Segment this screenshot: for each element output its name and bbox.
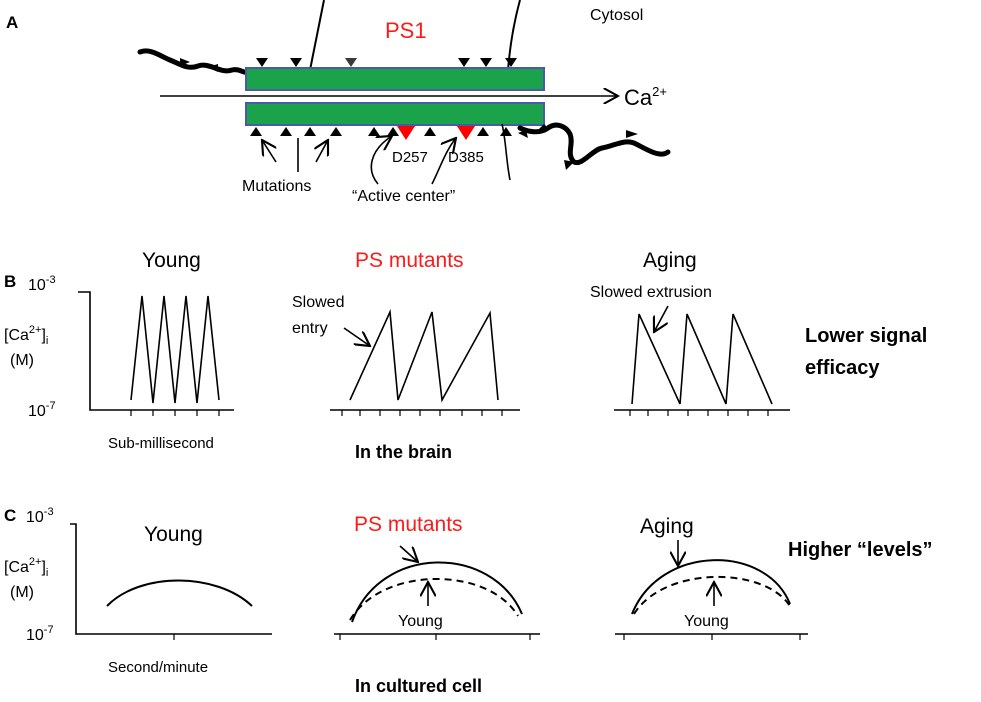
aging-x-ticks: [629, 410, 769, 416]
b-x-label: Sub-millisecond: [108, 435, 214, 452]
c-young-curve: [106, 579, 253, 607]
c-mutants-arrow-down: [399, 545, 418, 562]
c-term-arrow-1: [518, 130, 528, 138]
panel-b-letter: B: [4, 272, 16, 291]
young-fast-oscillation: [130, 295, 220, 404]
slowed-entry-label-1: Slowed: [292, 294, 344, 311]
aging-slowed-extrusion-trace: [631, 313, 773, 405]
c-title-aging: Aging: [640, 515, 694, 538]
mutants-slowed-entry-trace: [349, 308, 499, 403]
b-note-line2: efficacy: [805, 357, 880, 379]
active-center-label: “Active center”: [352, 188, 455, 205]
young-x-ticks: [130, 410, 220, 416]
mutation-arrow-1: [262, 140, 277, 163]
slowed-extrusion-label: Slowed extrusion: [590, 284, 712, 301]
panel-a: A PS1 Cytosol Ca2+: [6, 0, 671, 205]
slowed-entry-label-2: entry: [292, 320, 328, 337]
b-caption: In the brain: [355, 442, 452, 462]
c-aging-young-dashed-curve: [633, 575, 791, 615]
c-caption: In cultured cell: [355, 676, 482, 696]
c-y-top-tick-label: 10-3: [26, 506, 54, 526]
mutation-arrow-3: [316, 140, 328, 163]
c-term-arrow-4: [564, 160, 574, 170]
b-title-aging: Aging: [643, 249, 697, 272]
panel-b: B 10-3 10-7 [Ca2+]i (M) Young Sub-millis…: [4, 249, 927, 462]
y-axis-label: [Ca2+]i: [4, 324, 48, 347]
panel-c: C 10-3 10-7 [Ca2+]i (M) Young Second/min…: [4, 506, 933, 696]
panel-c-letter: C: [4, 506, 16, 525]
d385-label: D385: [448, 149, 484, 166]
active-center-arrow-2: [431, 138, 456, 185]
top-mutation-markers: [256, 58, 517, 67]
c-y-axis-label: [Ca2+]i: [4, 556, 48, 579]
y-unit-label: (M): [10, 352, 34, 369]
active-site-d257-marker: [397, 126, 415, 140]
active-center-arrow-1: [370, 136, 392, 185]
c-terminus-chain: [517, 122, 671, 166]
c-term-arrow-2: [538, 124, 550, 130]
membrane-lower: [245, 102, 545, 126]
panel-a-letter: A: [6, 13, 18, 32]
c-aging-elevated-curve: [631, 559, 791, 615]
c-title-mutants: PS mutants: [354, 513, 463, 536]
cytosol-label: Cytosol: [590, 7, 643, 24]
c-term-arrow-3: [626, 130, 638, 138]
c-aging-x-ticks: [623, 634, 801, 640]
c-x-label: Second/minute: [108, 659, 208, 676]
c-mutants-young-label: Young: [398, 613, 443, 630]
n-term-arrow-1: [180, 58, 190, 66]
n-term-arrow-2: [208, 64, 218, 72]
ps1-label: PS1: [385, 18, 427, 43]
active-site-d385-marker: [457, 126, 475, 140]
d257-label: D257: [392, 149, 428, 166]
c-y-bottom-tick-label: 10-7: [26, 624, 54, 644]
b-title-young: Young: [142, 249, 201, 272]
c-aging-young-label: Young: [684, 613, 729, 630]
mutants-x-ticks: [341, 410, 503, 416]
c-note: Higher “levels”: [788, 539, 933, 561]
c-title-young: Young: [144, 523, 203, 546]
n-terminus-chain: [137, 48, 251, 75]
bottom-mutation-markers: [250, 127, 512, 136]
y-bottom-tick-label: 10-7: [28, 400, 56, 420]
b-note-line1: Lower signal: [805, 325, 927, 347]
y-top-tick-label: 10-3: [28, 274, 56, 294]
c-y-unit-label: (M): [10, 584, 34, 601]
mutations-label: Mutations: [242, 178, 311, 195]
slowed-entry-arrow: [343, 327, 370, 346]
c-mutants-young-dashed-curve: [349, 578, 519, 621]
c-mutants-x-ticks: [339, 634, 531, 640]
membrane-upper: [245, 67, 545, 91]
slowed-extrusion-arrow: [654, 305, 669, 332]
b-title-mutants: PS mutants: [355, 249, 464, 272]
calcium-ion-label: Ca2+: [624, 84, 667, 110]
tm-loop-bottom: [501, 123, 511, 181]
c-mutants-elevated-curve: [351, 561, 523, 623]
young-axes: [78, 291, 234, 411]
tm-loop-left: [309, 0, 325, 71]
